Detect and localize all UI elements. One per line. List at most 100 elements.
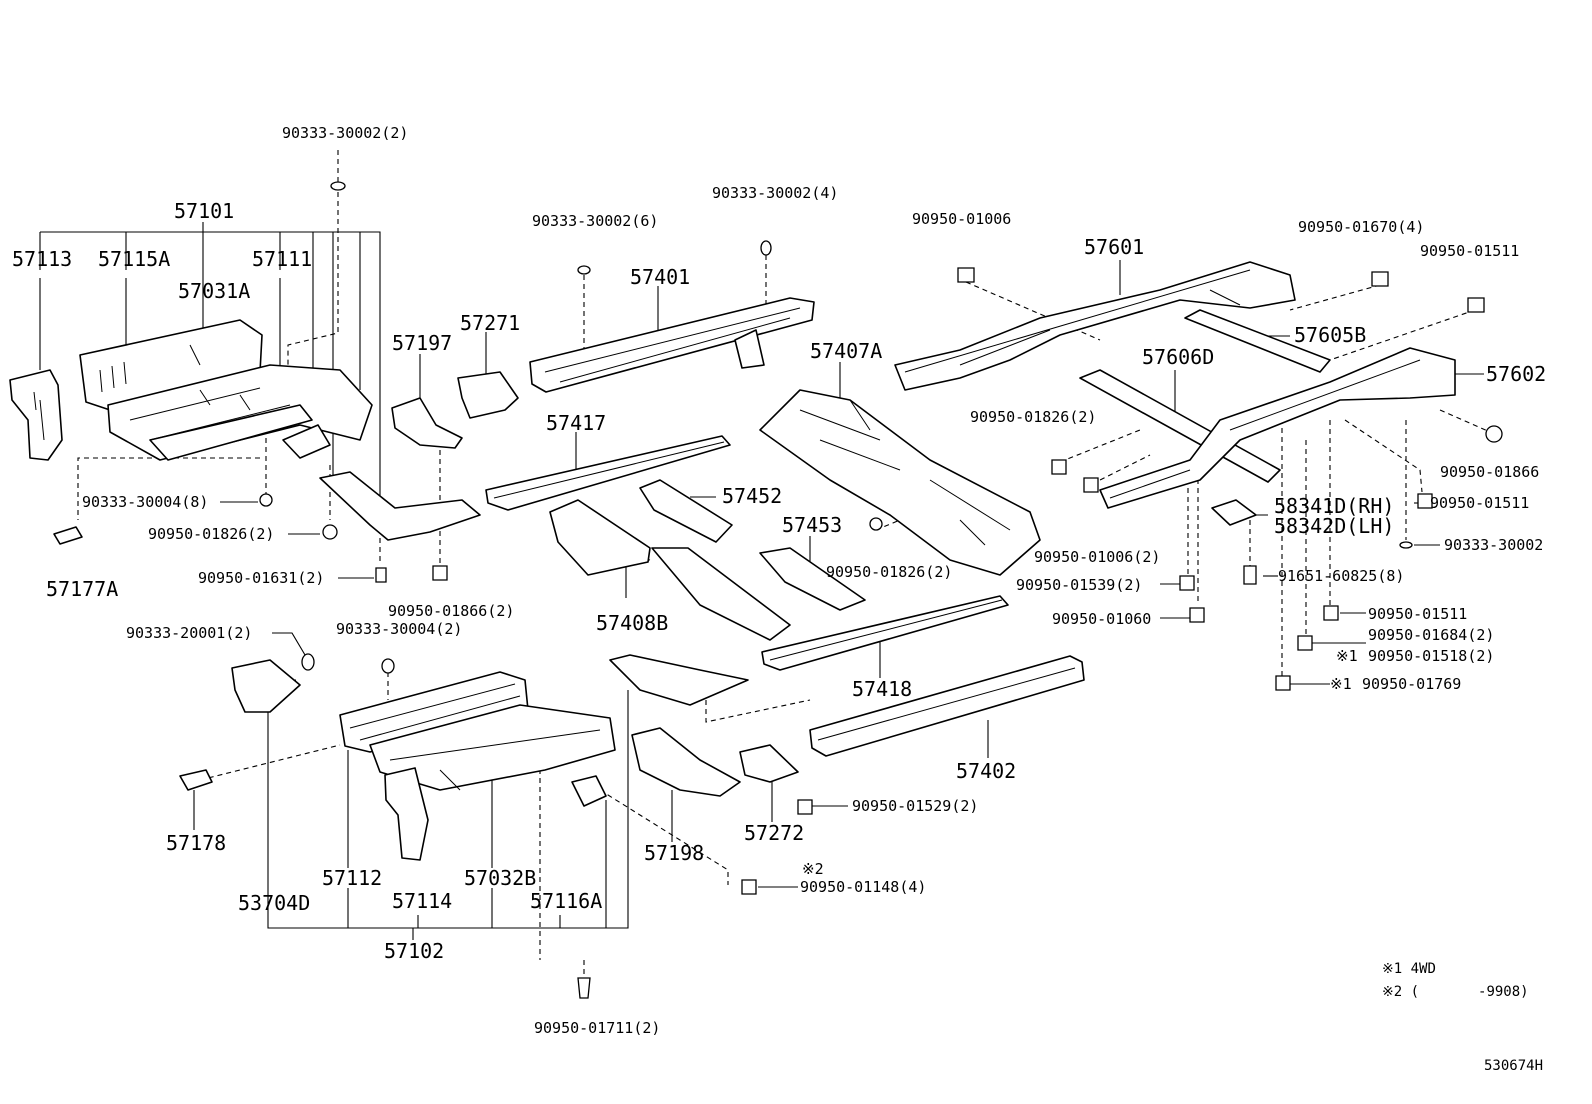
label-90950-01826-2-right: 90950-01826(2)	[970, 408, 1096, 426]
label-57418: 57418	[852, 677, 912, 701]
plug-icon	[760, 240, 772, 256]
label-57198: 57198	[644, 841, 704, 865]
label-57114: 57114	[392, 889, 452, 913]
plug-icon	[301, 653, 315, 671]
label-90950-01866-2: 90950-01866(2)	[388, 602, 514, 620]
label-57606D: 57606D	[1142, 345, 1214, 369]
nut-icon	[432, 565, 448, 581]
label-57177A: 57177A	[46, 577, 118, 601]
label-57605B: 57605B	[1294, 323, 1366, 347]
nut-icon	[1371, 271, 1389, 287]
part-57602-shape	[1099, 347, 1456, 509]
bolt-icon	[375, 567, 387, 583]
label-57102: 57102	[384, 939, 444, 963]
bolt-icon	[1243, 565, 1257, 585]
label-57115A: 57115A	[98, 247, 170, 271]
part-57408B-shape	[549, 499, 651, 576]
label-57032B: 57032B	[464, 866, 536, 890]
diagram-id: 530674H	[1484, 1058, 1543, 1074]
fasteners	[259, 181, 1503, 999]
nut-icon	[1051, 459, 1067, 475]
nut-icon	[1467, 297, 1485, 313]
part-57418-shape	[761, 595, 1009, 671]
label-90333-30002: 90333-30002	[1444, 536, 1543, 554]
label-90333-30004-8: 90333-30004(8)	[82, 493, 208, 511]
part-57453-shape	[759, 547, 866, 611]
nut-icon	[957, 267, 975, 283]
label-90950-01511-top: 90950-01511	[1420, 242, 1519, 260]
plug-icon	[1399, 541, 1413, 549]
label-57111: 57111	[252, 247, 312, 271]
label-90950-01529-2: 90950-01529(2)	[852, 797, 978, 815]
plug-icon	[1485, 425, 1503, 443]
label-90950-01826-2-mid: 90950-01826(2)	[826, 563, 952, 581]
part-57197-shape	[391, 397, 463, 449]
label-90950-01866: 90950-01866	[1440, 463, 1539, 481]
nut-icon	[1323, 605, 1339, 621]
nut-icon	[322, 524, 338, 540]
label-57401: 57401	[630, 265, 690, 289]
label-57031A: 57031A	[178, 279, 250, 303]
label-90950-01148-4: 90950-01148(4)	[800, 878, 926, 896]
label-57452: 57452	[722, 484, 782, 508]
nut-icon	[1179, 575, 1195, 591]
part-58341D-shape	[1211, 499, 1257, 526]
label-90950-01631-2: 90950-01631(2)	[198, 569, 324, 587]
label-57197: 57197	[392, 331, 452, 355]
label-90950-01006-2: 90950-01006(2)	[1034, 548, 1160, 566]
part-57198-shape	[631, 727, 741, 797]
label-90950-01684-2: 90950-01684(2)	[1368, 626, 1494, 644]
label-90333-30002-6: 90333-30002(6)	[532, 212, 658, 230]
part-57113-shape	[9, 369, 63, 461]
part-57407A-shape	[759, 389, 1041, 576]
label-57178: 57178	[166, 831, 226, 855]
label-90333-20001-2: 90333-20001(2)	[126, 624, 252, 642]
label-90333-30004-2: 90333-30004(2)	[336, 620, 462, 638]
label-57407A: 57407A	[810, 339, 882, 363]
plug-icon	[577, 265, 591, 275]
label-57116A: 57116A	[530, 889, 602, 913]
part-57417-shape	[485, 435, 731, 511]
label-mark1-a: ※1	[1336, 647, 1358, 665]
label-57271: 57271	[460, 311, 520, 335]
label-58341D-RH: 58341D(RH)	[1274, 494, 1394, 518]
label-90950-01511-mid: 90950-01511	[1430, 494, 1529, 512]
part-57605B-shape	[1184, 309, 1331, 373]
part-lower-bracket-front	[319, 471, 481, 541]
nut-icon	[1297, 635, 1313, 651]
label-57402: 57402	[956, 759, 1016, 783]
label-57113: 57113	[12, 247, 72, 271]
label-57602: 57602	[1486, 362, 1546, 386]
label-53704D: 53704D	[238, 891, 310, 915]
nut-icon	[1417, 493, 1433, 509]
label-90950-01511-low: 90950-01511	[1368, 605, 1467, 623]
label-90950-01006: 90950-01006	[912, 210, 1011, 228]
parts-art	[9, 261, 1456, 861]
plug-icon	[869, 517, 883, 531]
label-90950-01539-2: 90950-01539(2)	[1016, 576, 1142, 594]
legend-note-date: ※2 ( -9908)	[1382, 984, 1529, 1000]
part-57114-shape	[384, 767, 429, 861]
part-57601-shape	[894, 261, 1296, 391]
part-53704D-shape	[231, 659, 301, 713]
plug-icon	[330, 181, 346, 191]
nut-icon	[1083, 477, 1099, 493]
part-57401-shape	[529, 297, 815, 393]
label-90950-01670-4: 90950-01670(4)	[1298, 218, 1424, 236]
labels: 57101 57113 57115A 57111 57031A 90333-30…	[12, 124, 1546, 1037]
label-90950-01060: 90950-01060	[1052, 610, 1151, 628]
label-57453: 57453	[782, 513, 842, 537]
part-57116A-shape	[571, 775, 607, 807]
nut-icon	[1275, 675, 1291, 691]
label-90950-01518-2: 90950-01518(2)	[1368, 647, 1494, 665]
label-57417: 57417	[546, 411, 606, 435]
label-90950-01769: 90950-01769	[1362, 675, 1461, 693]
plug-icon	[259, 493, 273, 507]
clip-icon	[577, 977, 591, 999]
part-57178-shape	[179, 769, 213, 791]
label-90333-30002-2: 90333-30002(2)	[282, 124, 408, 142]
label-57408B: 57408B	[596, 611, 668, 635]
label-58342D-LH: 58342D(LH)	[1274, 514, 1394, 538]
